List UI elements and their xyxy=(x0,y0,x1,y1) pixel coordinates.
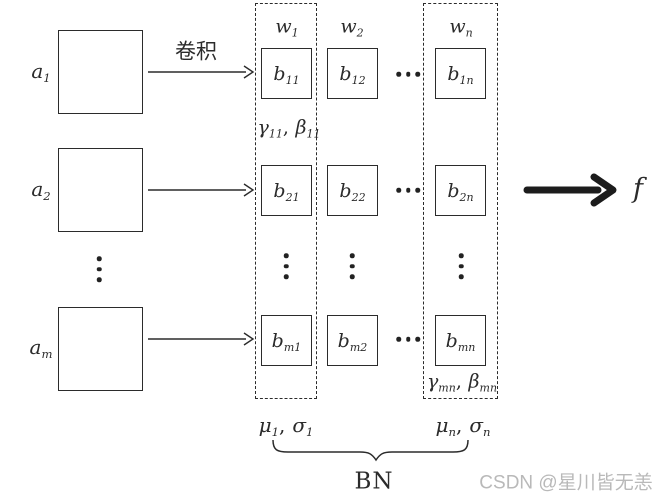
input-square-a2 xyxy=(58,148,143,232)
conv-arrow-a2 xyxy=(148,183,255,197)
col-header-w2: w2 xyxy=(340,15,364,40)
cell-b1n: b1n xyxy=(435,48,486,99)
bn-label: BN xyxy=(354,468,394,495)
cell-b2n: b2n xyxy=(435,165,486,216)
conv-arrow-a1 xyxy=(148,65,255,79)
vertical-ellipsis-col1 xyxy=(283,253,289,279)
cell-b22: b22 xyxy=(327,165,378,216)
col-header-w1: w1 xyxy=(275,15,299,40)
vertical-ellipsis-inputs xyxy=(96,256,102,282)
input-square-a1 xyxy=(58,30,143,114)
input-square-am xyxy=(58,307,143,391)
convolution-label: 卷积 xyxy=(175,39,217,64)
gamma-beta-label-mn: γmn,βmn xyxy=(426,370,498,395)
vertical-ellipsis-coln xyxy=(458,253,464,279)
cell-bm2: bm2 xyxy=(327,315,378,366)
horizontal-ellipsis-rowm xyxy=(396,336,420,342)
input-label-am: am xyxy=(29,335,53,362)
conv-arrow-am xyxy=(148,332,255,346)
watermark-text: CSDN @星川皆无恙 xyxy=(479,472,653,494)
horizontal-ellipsis-row2 xyxy=(396,187,420,193)
col-header-wn: wn xyxy=(449,15,473,40)
bn-brace xyxy=(272,439,469,462)
output-arrow xyxy=(523,173,617,207)
dashed-channel-column-n xyxy=(423,3,498,399)
gamma-beta-label-11: γ11,β11 xyxy=(257,116,321,141)
input-label-a2: a2 xyxy=(31,177,51,204)
cell-b12: b12 xyxy=(327,48,378,99)
dashed-channel-column-1 xyxy=(255,3,317,399)
mu-sigma-label-n: μn,σn xyxy=(435,413,491,440)
cell-b11: b11 xyxy=(261,48,312,99)
horizontal-ellipsis-row1 xyxy=(396,71,420,77)
mu-sigma-label-1: μ1,σ1 xyxy=(258,413,314,440)
output-label-f: f xyxy=(633,173,643,205)
cell-bmn: bmn xyxy=(435,315,486,366)
vertical-ellipsis-col2 xyxy=(349,253,355,279)
cell-bm1: bm1 xyxy=(261,315,312,366)
input-label-a1: a1 xyxy=(31,59,51,86)
cell-b21: b21 xyxy=(261,165,312,216)
